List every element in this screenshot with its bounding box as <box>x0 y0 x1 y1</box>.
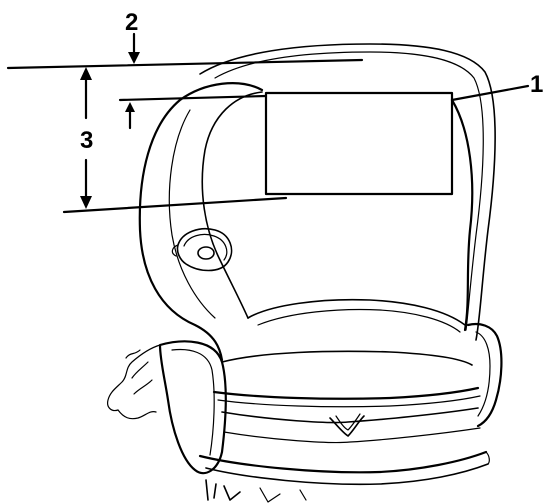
dimension-2-lower-arrowhead <box>125 102 135 112</box>
cushion-top-surface <box>221 350 473 366</box>
adjustment-knob <box>171 228 233 272</box>
callout-number-3: 3 <box>80 127 93 154</box>
callout-number-1: 1 <box>530 71 543 98</box>
seat-mount-mid <box>259 487 307 503</box>
seat-base-plate <box>198 450 488 474</box>
seat-back-lumbar-line <box>257 308 461 333</box>
dimension-2-arrowhead <box>128 52 140 64</box>
seat-back-outer-shell <box>199 43 496 341</box>
seat-back-side-bolster <box>201 91 263 319</box>
seat-base-plate-side <box>485 451 490 465</box>
callout-number-2: 2 <box>125 9 138 36</box>
label-area-rectangle <box>264 91 454 196</box>
left-edge-detail <box>107 344 161 412</box>
lower-front-panel-2 <box>223 427 481 444</box>
seat-back-side-seam <box>168 109 216 319</box>
knob-housing-rim <box>183 233 228 261</box>
cushion-front-edge <box>212 386 480 400</box>
left-edge-detail-3 <box>117 409 157 420</box>
knob-housing <box>176 228 233 272</box>
lower-front-panel <box>221 407 479 424</box>
seat-mount-left <box>205 479 241 501</box>
left-side-panel <box>158 340 227 475</box>
reference-line-label-top <box>118 94 268 102</box>
dimension-lines <box>6 32 530 214</box>
seat-back-lower-curve <box>247 298 466 326</box>
cushion-center-notch-inner <box>335 413 361 431</box>
reference-line-label-bottom <box>62 196 288 214</box>
cushion-center-notch <box>329 415 365 437</box>
knob-center <box>197 246 215 260</box>
seat-cushion <box>107 322 503 503</box>
dimension-3-lower-arrowhead <box>80 196 92 209</box>
cushion-front-seam <box>217 395 481 408</box>
seat-back-right-side <box>450 98 474 332</box>
left-side-panel-seam <box>171 348 215 456</box>
reference-line-top <box>6 58 364 70</box>
seat-back <box>138 43 496 362</box>
left-edge-detail-2 <box>125 349 153 395</box>
right-side-panel <box>466 322 503 428</box>
callout-1-leader <box>450 84 530 102</box>
seat-back-shell-inner-edge <box>214 51 484 331</box>
knob-lever <box>171 244 179 257</box>
right-side-panel-seam <box>475 331 491 417</box>
dimension-3-upper-arrowhead <box>80 67 92 80</box>
seat-base-plate-bottom <box>205 463 489 486</box>
seat-back-front-face <box>138 82 264 362</box>
